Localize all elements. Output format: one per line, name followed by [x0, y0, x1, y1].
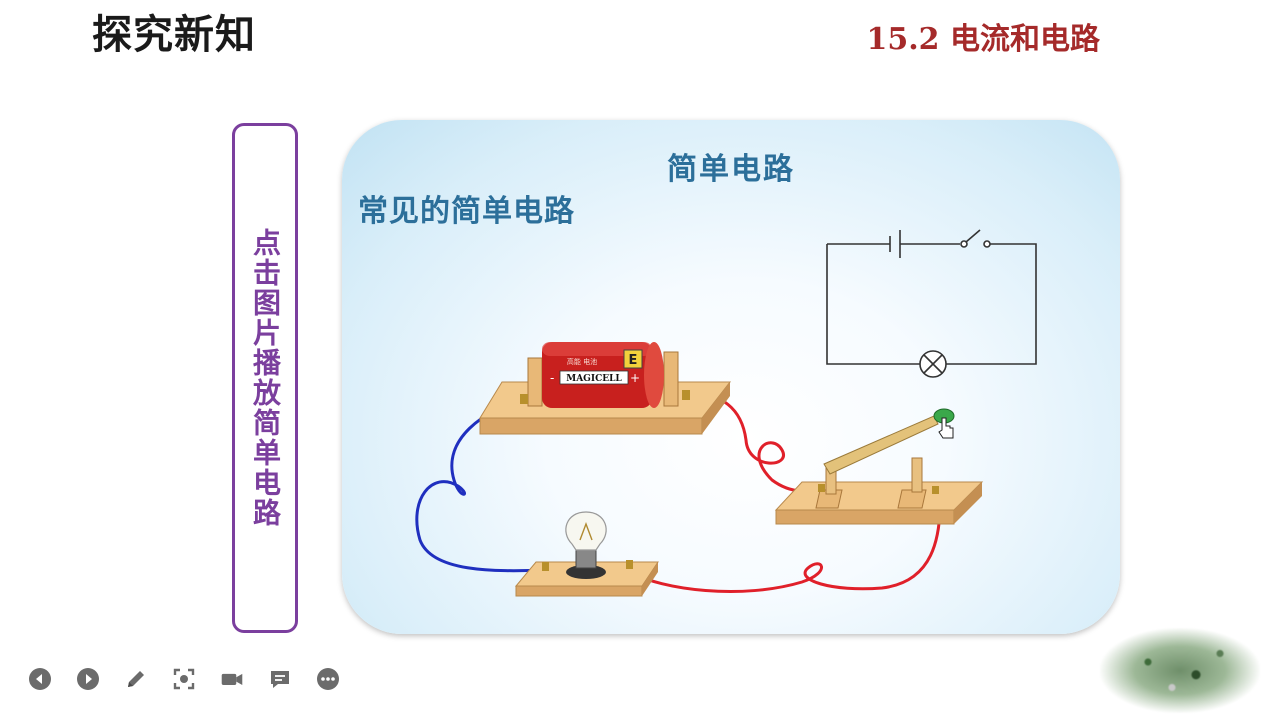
section-title: 15.2 电流和电路 [866, 22, 1100, 57]
slide-toolbar [28, 667, 340, 691]
light-bulb [565, 511, 607, 579]
switch-board [774, 457, 984, 525]
previous-button[interactable] [28, 667, 52, 691]
battery-top-text: 高能 电池 [567, 357, 597, 366]
pen-button[interactable] [124, 667, 148, 691]
comment-icon [271, 671, 289, 688]
red-wire-bottom [629, 489, 942, 593]
comment-button[interactable] [268, 667, 292, 691]
panel-subtitle: 常见的简单电路 [358, 194, 575, 229]
circuit-schematic [826, 229, 1037, 378]
circuit-illustration: E 高能 电池 MAGICELL - + [415, 229, 1037, 597]
more-icon [317, 668, 339, 690]
panel-title: 简单电路 [667, 152, 795, 187]
battery-minus: - [550, 371, 554, 385]
switch-lever [823, 408, 955, 475]
battery-brand: MAGICELL [566, 374, 622, 384]
camera-button[interactable] [220, 667, 244, 691]
circuit-board-decoration [1100, 628, 1260, 713]
red-wire-top [685, 393, 827, 493]
previous-icon [29, 668, 51, 690]
hand-cursor-icon [938, 417, 954, 439]
play-animation-button[interactable]: 点击图片播放简单电路 [232, 123, 298, 633]
next-button[interactable] [76, 667, 100, 691]
next-icon [77, 668, 99, 690]
focus-icon [173, 668, 195, 690]
slide-title: 探究新知 [92, 11, 256, 58]
play-animation-label: 点击图片播放简单电路 [249, 228, 282, 528]
battery: E 高能 电池 MAGICELL - + [542, 342, 664, 408]
battery-terminal-mark: E [629, 353, 638, 368]
pen-icon [128, 671, 144, 687]
circuit-animation-panel[interactable]: E 高能 电池 MAGICELL - + [342, 120, 1120, 634]
blue-wire [415, 395, 549, 573]
battery-plus: + [630, 371, 640, 385]
more-button[interactable] [316, 667, 340, 691]
focus-button[interactable] [172, 667, 196, 691]
camera-icon [221, 673, 243, 685]
